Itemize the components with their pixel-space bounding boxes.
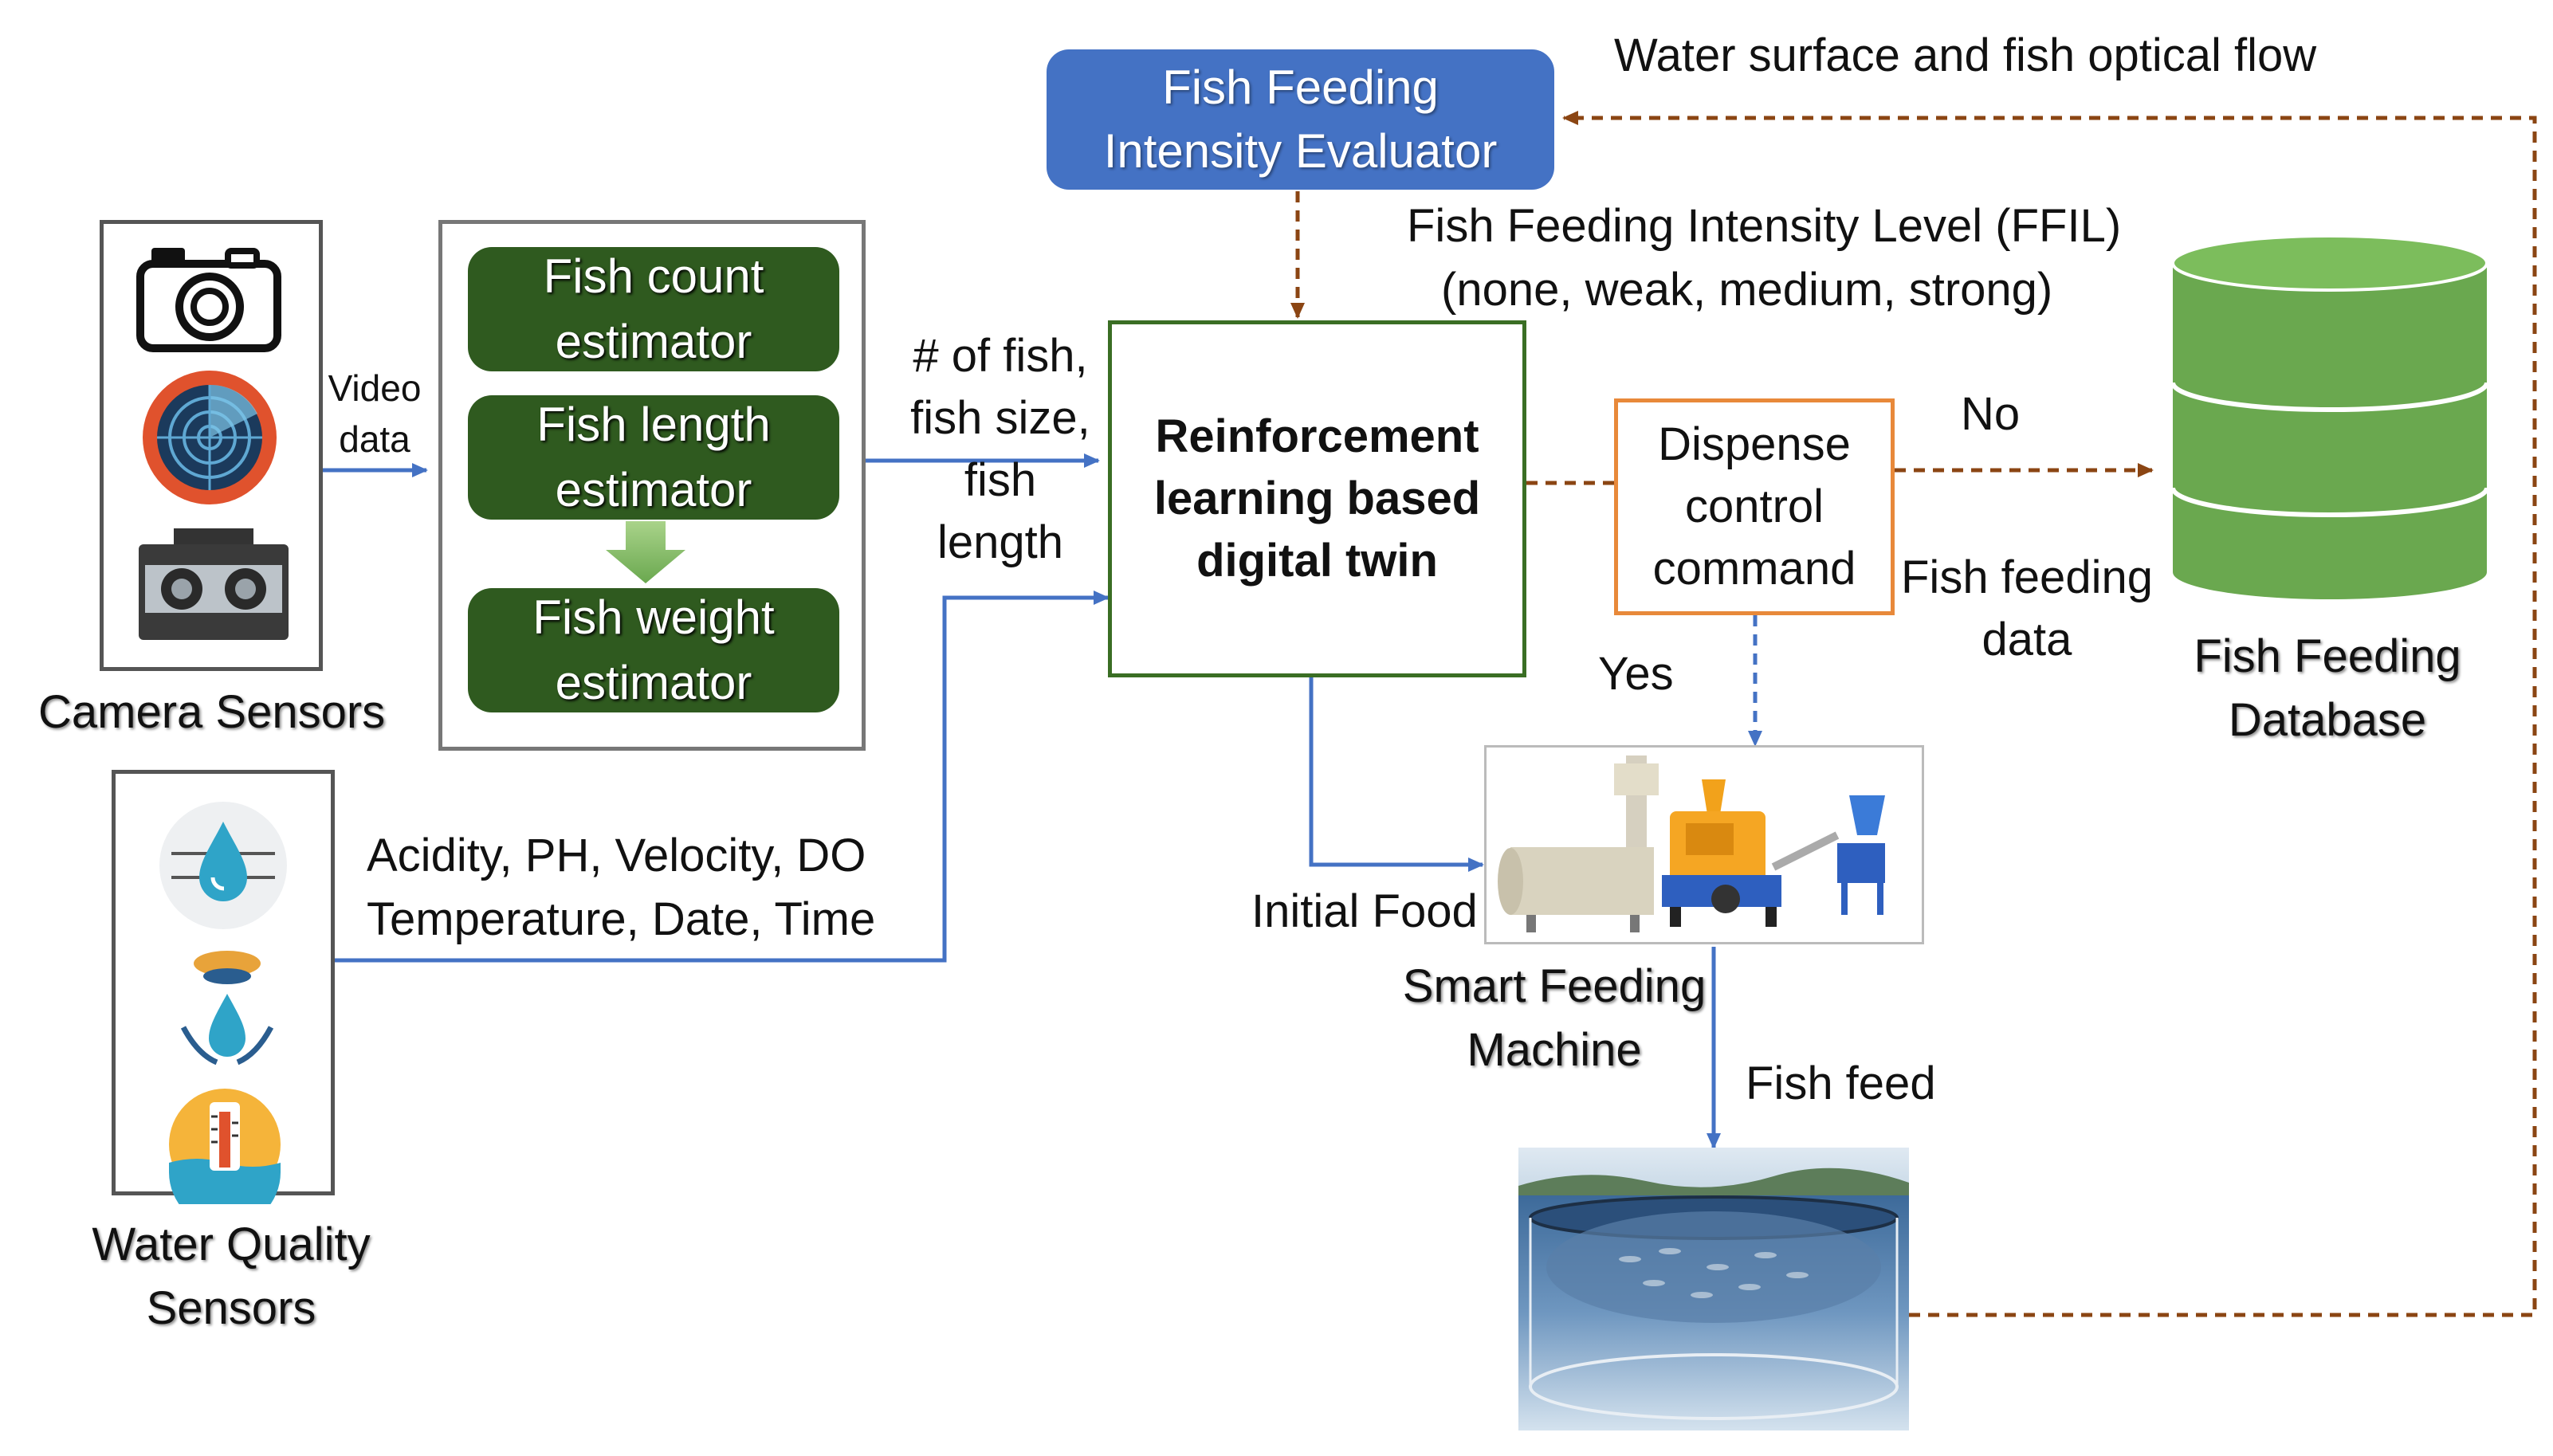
optical-flow-feedback-arrow — [1562, 111, 2537, 1317]
water-params-line2: Temperature, Date, Time — [367, 893, 876, 945]
initial-food-arrow — [1309, 677, 1484, 872]
digital-twin-box: Reinforcement learning based digital twi… — [1108, 320, 1526, 677]
machine-caption-line1: Smart Feeding — [1402, 960, 1707, 1012]
twin-line1: Reinforcement — [1155, 410, 1479, 462]
evaluator-line2: Intensity Evaluator — [1103, 124, 1498, 178]
ffil-label-line2: (none, weak, medium, strong) — [1441, 264, 2053, 316]
dispense-line3: command — [1652, 543, 1856, 595]
dispense-control-command-box: Dispense control command — [1614, 398, 1895, 615]
fish-stats-line1: # of fish, — [913, 330, 1088, 382]
database-icon — [2170, 234, 2489, 599]
length-line2: estimator — [555, 463, 752, 516]
video-label-line2: data — [339, 418, 410, 460]
thermometer-icon — [169, 1089, 281, 1204]
feeding-data-line2: data — [1982, 614, 2072, 665]
twin-line3: digital twin — [1196, 535, 1438, 587]
dispense-line2: control — [1684, 481, 1824, 532]
weight-line2: estimator — [555, 656, 752, 709]
twin-line2: learning based — [1153, 473, 1481, 524]
water-params-line1: Acidity, PH, Velocity, DO — [367, 830, 866, 881]
yes-label: Yes — [1598, 648, 1674, 700]
fish-cage-image — [1518, 1148, 1909, 1430]
weight-line1: Fish weight — [532, 591, 775, 644]
fish-length-estimator: Fish length estimator — [468, 395, 839, 520]
down-arrow-icon — [606, 521, 685, 583]
water-params-arrow — [335, 591, 1110, 963]
database-line2: Database — [2228, 694, 2427, 746]
count-line2: estimator — [555, 315, 752, 368]
water-caption-line1: Water Quality — [92, 1219, 371, 1270]
database-line1: Fish Feeding — [2194, 630, 2461, 682]
water-caption-line2: Sensors — [146, 1282, 316, 1334]
radar-sensor-icon — [143, 371, 277, 504]
water-drop-sensor-icon — [159, 802, 287, 929]
dispense-line1: Dispense — [1658, 418, 1851, 470]
ffil-label-line1: Fish Feeding Intensity Level (FFIL) — [1407, 200, 2122, 252]
initial-food-label: Initial Food — [1251, 885, 1478, 937]
camera-sensors-box — [100, 220, 323, 671]
camera-sensors-caption: Camera Sensors — [38, 686, 386, 738]
fish-stats-label: # of fish, fish size, fish length — [893, 325, 1108, 574]
sonar-sensor-icon — [180, 951, 274, 1066]
action-camera-icon — [139, 528, 289, 640]
fish-stats-line4: length — [937, 516, 1064, 568]
smart-feeding-machine-caption: Smart Feeding Machine — [1371, 955, 1738, 1082]
water-quality-caption: Water Quality Sensors — [48, 1213, 414, 1340]
no-label: No — [1961, 388, 2021, 440]
water-quality-sensors-box — [112, 770, 335, 1204]
fish-feeding-data-label: Fish feeding data — [1895, 547, 2158, 671]
machine-caption-line2: Machine — [1467, 1024, 1642, 1076]
fish-stats-line3: fish — [964, 454, 1037, 506]
length-line1: Fish length — [536, 398, 771, 451]
database-caption: Fish Feeding Database — [2152, 625, 2503, 752]
fish-count-estimator: Fish count estimator — [468, 247, 839, 371]
fish-weight-estimator: Fish weight estimator — [468, 588, 839, 712]
video-label-line1: Video — [328, 367, 422, 409]
evaluator-line1: Fish Feeding — [1162, 61, 1439, 114]
video-data-label: Video data — [323, 363, 426, 465]
feeding-data-line1: Fish feeding — [1901, 551, 2153, 603]
fish-stats-line2: fish size, — [910, 392, 1090, 444]
fish-feed-label: Fish feed — [1746, 1058, 1936, 1109]
fish-feeding-intensity-evaluator: Fish Feeding Intensity Evaluator — [1047, 49, 1554, 190]
feeding-machine-image — [1484, 745, 1924, 944]
optical-flow-label: Water surface and fish optical flow — [1614, 29, 2317, 81]
camera-icon — [136, 248, 281, 352]
count-line1: Fish count — [543, 249, 764, 303]
